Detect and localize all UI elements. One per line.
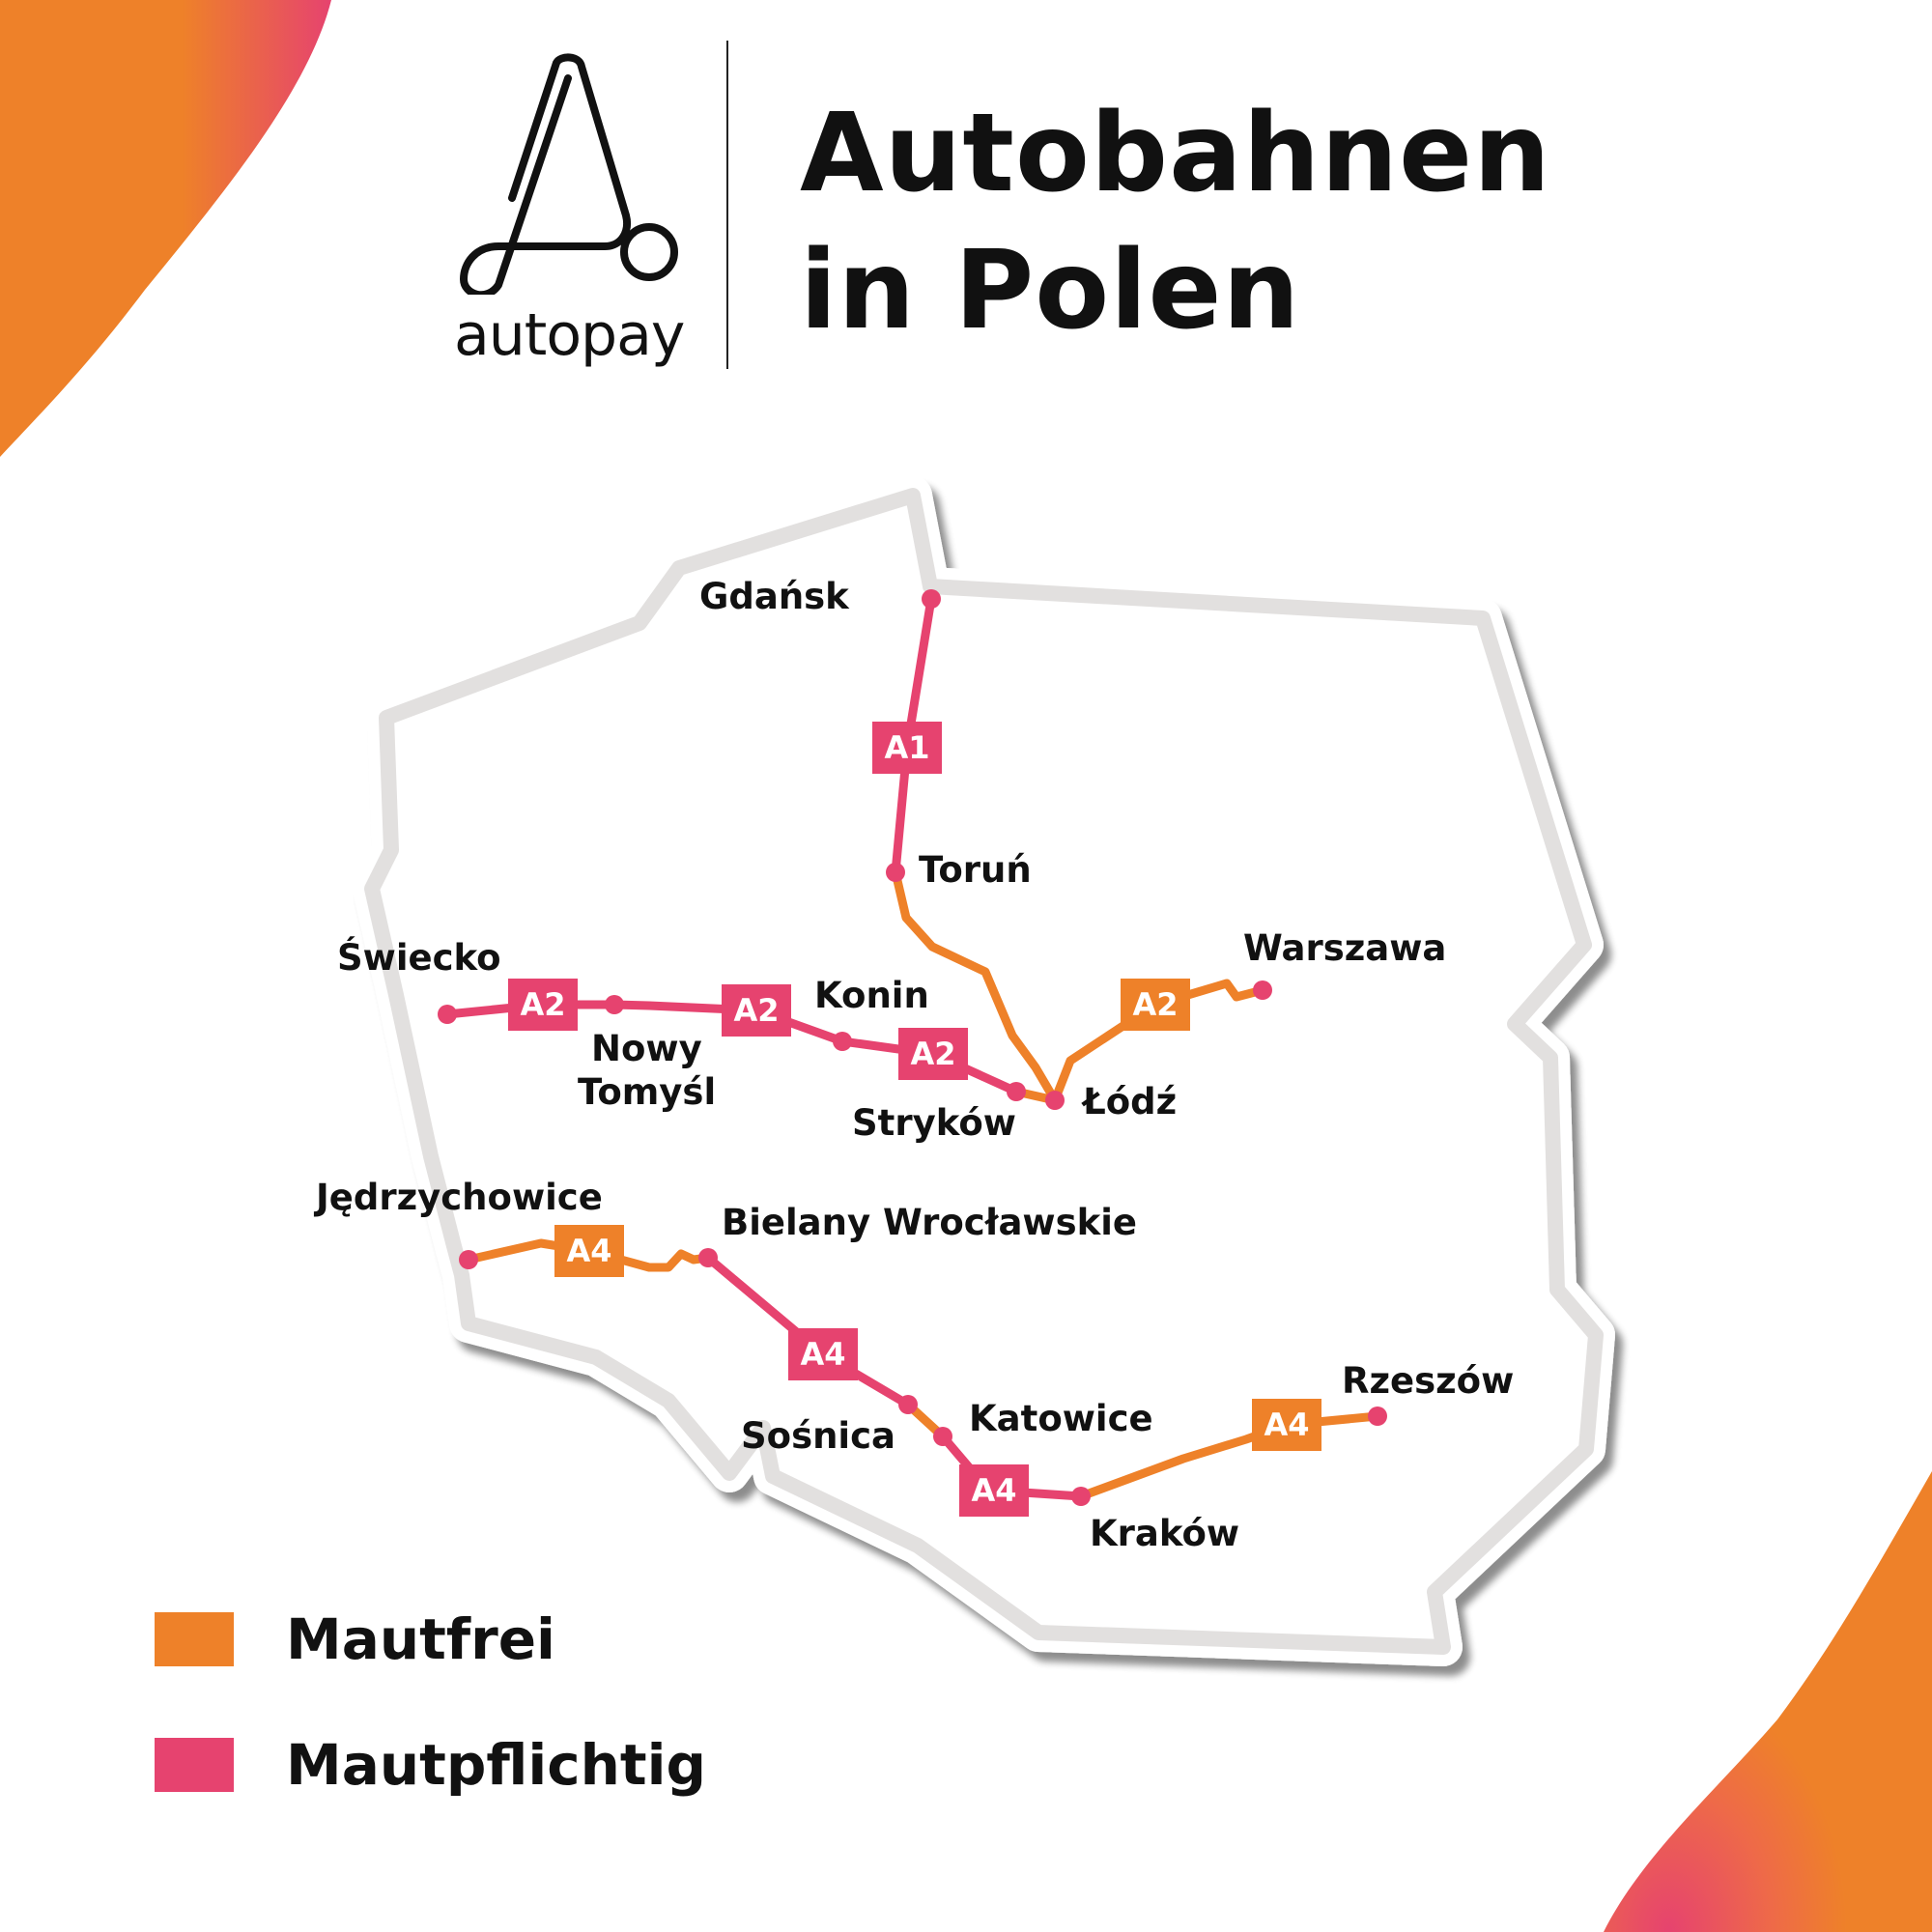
autopay-logo-text: autopay — [454, 301, 685, 369]
city-label-katowice: Katowice — [969, 1398, 1153, 1439]
city-label-lodz: Łódź — [1083, 1081, 1178, 1122]
legend-item-mautfrei: Mautfrei — [155, 1606, 555, 1672]
city-dot-strykow — [1007, 1082, 1026, 1101]
city-label-sosnica: Sośnica — [741, 1415, 896, 1457]
city-dot-swiecko — [438, 1005, 457, 1024]
road-badge-a4: A4 — [554, 1225, 624, 1277]
city-label-warszawa: Warszawa — [1243, 927, 1447, 969]
city-label-swiecko: Świecko — [337, 937, 501, 979]
city-label-jedrzychowice: Jędrzychowice — [316, 1177, 603, 1218]
title-line-2: in Polen — [800, 228, 1301, 354]
bottom-right-corner-blob — [1604, 1471, 1932, 1932]
road-badge-a1: A1 — [872, 722, 942, 774]
road-badge-a4: A4 — [788, 1328, 858, 1380]
city-dot-jedrzychowice — [459, 1250, 478, 1269]
city-label-nowy: Nowy — [591, 1028, 702, 1069]
page-title: Autobahnen in Polen — [800, 85, 1551, 359]
city-label-krakow: Kraków — [1090, 1513, 1240, 1554]
city-label-strykow: Stryków — [852, 1102, 1016, 1144]
autopay-logo-mark — [460, 53, 678, 295]
road-badge-a2: A2 — [1121, 979, 1190, 1031]
top-left-corner-blob — [0, 0, 331, 457]
city-dot-konin — [833, 1032, 852, 1051]
title-line-1: Autobahnen — [800, 91, 1551, 216]
city-dot-warszawa — [1253, 980, 1272, 1000]
city-label-konin: Konin — [814, 975, 929, 1016]
road-badge-a4: A4 — [1252, 1399, 1321, 1451]
a4-segment-jedrzychowice-bielany — [464, 1238, 713, 1272]
road-badge-a2: A2 — [898, 1028, 968, 1080]
road-badge-a2: A2 — [722, 984, 791, 1037]
city-label-rzeszow: Rzeszów — [1342, 1360, 1515, 1402]
city-dot-nowy-tomysl — [605, 995, 624, 1014]
city-label-tomysl: Tomyśl — [578, 1071, 717, 1113]
header-divider — [726, 41, 728, 369]
city-dot-gdansk — [922, 589, 941, 609]
city-dot-krakow — [1071, 1487, 1091, 1506]
road-badge-a2: A2 — [508, 979, 578, 1031]
a2-segment-lodz-warszawa — [1050, 979, 1267, 1105]
a1-segment-torun-lodz — [891, 867, 1060, 1105]
city-dot-torun — [886, 863, 905, 882]
road-badge-a4: A4 — [959, 1464, 1029, 1517]
city-dot-lodz — [1045, 1091, 1065, 1110]
city-dot-bielany — [698, 1248, 718, 1267]
legend-swatch-mautpflichtig — [155, 1738, 234, 1792]
legend-swatch-mautfrei — [155, 1612, 234, 1666]
poland-border-line — [364, 488, 1604, 1655]
city-dot-katowice — [933, 1427, 952, 1446]
city-label-gdansk: Gdańsk — [699, 576, 849, 617]
legend-label-mautpflichtig: Mautpflichtig — [286, 1732, 707, 1798]
city-label-bielany-wroclawskie: Bielany Wrocławskie — [722, 1202, 1138, 1243]
city-dot-rzeszow — [1368, 1406, 1387, 1426]
city-label-torun: Toruń — [919, 849, 1032, 891]
legend-label-mautfrei: Mautfrei — [286, 1606, 555, 1672]
legend-item-mautpflichtig: Mautpflichtig — [155, 1732, 706, 1798]
city-dot-sosnica — [898, 1395, 918, 1414]
